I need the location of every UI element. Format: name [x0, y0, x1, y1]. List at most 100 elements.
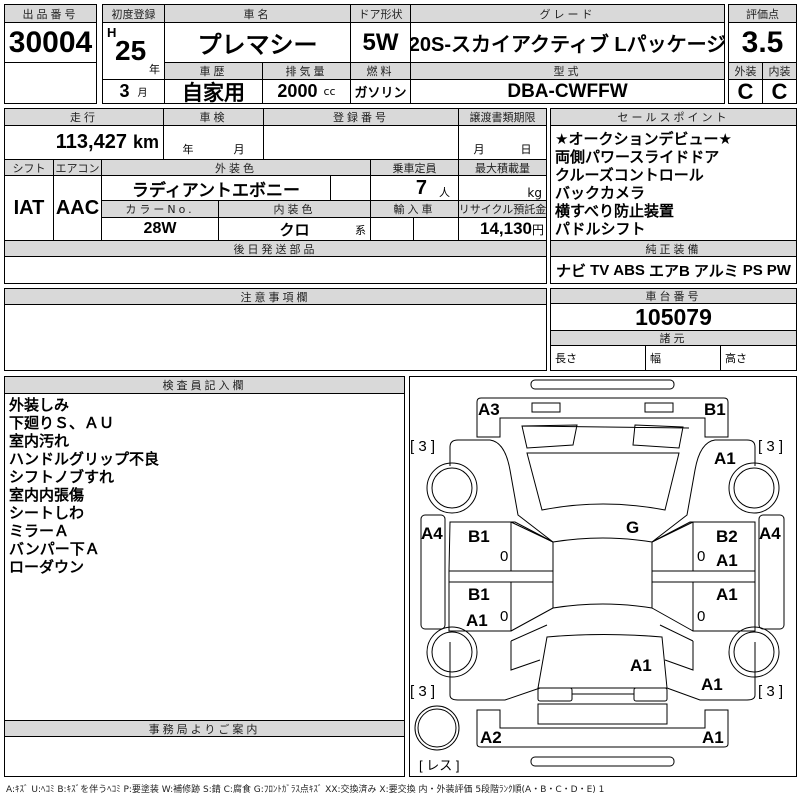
sales-point: ★オークションデビュー★	[555, 130, 732, 148]
transfer-label: 譲渡書類期限	[458, 108, 547, 126]
mark-sill-right: A4	[759, 524, 781, 543]
reg-no-cell	[263, 125, 459, 160]
mark-front-right: B1	[704, 400, 726, 419]
aircon: AAC	[53, 175, 102, 241]
year-unit: 年	[149, 63, 160, 76]
later-parts-label: 後日発送部品	[4, 240, 547, 257]
model-label: 型式	[410, 62, 725, 80]
office-cell	[4, 736, 405, 777]
front-panel	[476, 397, 729, 438]
km-unit: km	[132, 132, 159, 152]
first-reg-year: 25	[115, 35, 147, 66]
inspection-month-unit: 月	[233, 143, 245, 156]
spec-width: 幅	[645, 345, 721, 371]
sales-points-label: セールスポイント	[550, 108, 797, 126]
tire-fl: [ 3 ]	[410, 438, 436, 455]
tire-rr: [ 3 ]	[758, 683, 784, 700]
lot-empty	[4, 62, 97, 104]
car-diagram-frame	[409, 376, 797, 777]
inspector-line: シフトノブすれ	[9, 468, 115, 486]
inspection-cell: 年月	[163, 125, 264, 160]
sales-point: 横すべり防止装置	[555, 202, 674, 220]
month-unit: 月	[137, 88, 148, 99]
era: H	[107, 25, 117, 40]
hood	[521, 424, 690, 449]
equipment-list: ナビ TV ABS エアB アルミ PS PW	[550, 256, 797, 284]
person-unit: 人	[439, 186, 450, 199]
spec-height: 高さ	[720, 345, 797, 371]
aircon-label: エアコン	[53, 159, 102, 176]
inspector-line: ローダウン	[9, 558, 85, 576]
door-rear-left	[448, 571, 554, 632]
mark-zero: 0	[697, 548, 706, 565]
recycle-label: リサイクル預託金	[458, 200, 547, 218]
equipment-item: エアB	[648, 262, 690, 280]
capacity-label: 乗車定員	[370, 159, 459, 176]
inspector-line: バンパー下Ａ	[9, 540, 100, 558]
door-label: ドア形状	[350, 4, 411, 23]
taillight-left	[537, 687, 573, 702]
mark-door-fr-2: A1	[716, 551, 738, 570]
sales-points-list: ★オークションデビュー★ 両側パワースライドドア クルーズコントロール バックカ…	[550, 125, 797, 241]
transfer-month-unit: 月	[473, 143, 485, 156]
lot-number: 30004	[4, 22, 97, 63]
roof	[552, 537, 653, 609]
inspector-line: 室内汚れ	[9, 432, 70, 450]
shift: IAT	[4, 175, 54, 241]
tire-spare: [ レス ]	[419, 758, 460, 773]
yen-unit: 円	[531, 222, 544, 237]
transfer-day-unit: 日	[520, 143, 532, 156]
cc-unit: cc	[323, 85, 336, 98]
lot-label: 出品番号	[4, 4, 97, 23]
inspector-line: ミラーＡ	[9, 522, 70, 540]
rear-panel	[476, 709, 729, 748]
recycle-fee: 14,130	[479, 219, 532, 238]
sill-right	[758, 514, 785, 630]
rear-window	[537, 634, 668, 689]
sales-point: バックカメラ	[555, 184, 646, 202]
sill-left	[420, 514, 446, 630]
equipment-item: PW	[766, 261, 791, 279]
car-name: プレマシー	[164, 22, 351, 63]
legend: A:ｷｽﾞ U:ﾍｺﾐ B:ｷｽﾞを伴うﾍｺﾐ P:要塗装 W:補修跡 S:錆 …	[6, 785, 605, 795]
score-label: 評価点	[728, 4, 797, 23]
reg-no-label: 登録番号	[263, 108, 459, 126]
ext-color: ラディアントエボニー	[101, 175, 331, 201]
import-cell-1	[370, 217, 414, 241]
chassis-label: 車台番号	[550, 288, 797, 304]
mark-door-fr-1: B2	[716, 527, 738, 546]
sales-point: 両側パワースライドドア	[555, 148, 720, 166]
equipment-item: ABS	[613, 261, 645, 279]
equipment-item: ナビ	[556, 262, 587, 280]
front-bumper	[530, 379, 675, 390]
later-parts-cell	[4, 256, 547, 284]
mark-door-rl-1: B1	[468, 585, 490, 604]
grade: 20S-スカイアクティブ Lパッケージ	[410, 22, 725, 63]
displacement-label: 排気量	[262, 62, 351, 80]
grade-label: グレード	[410, 4, 725, 23]
fuel: ガソリン	[350, 79, 411, 104]
mark-rear-left: A2	[480, 728, 502, 747]
inspector-label: 検査員記入欄	[4, 376, 405, 394]
quarter-left	[449, 624, 548, 701]
max-load-label: 最大積載量	[458, 159, 547, 176]
mileage-label: 走行	[4, 108, 164, 126]
mark-door-rr: A1	[716, 585, 738, 604]
car-name-label: 車名	[164, 4, 351, 23]
taillight-right	[633, 687, 668, 702]
mark-zero: 0	[500, 608, 509, 625]
ext-score: C	[728, 79, 763, 104]
import-cell-2	[413, 217, 459, 241]
history: 自家用	[164, 79, 263, 104]
mark-zero: 0	[500, 548, 509, 565]
first-reg-month-cell: 3 月	[102, 79, 165, 104]
ext-color-extra	[330, 175, 371, 201]
door-type: 5W	[350, 22, 411, 63]
color-no-label: カラーNo.	[101, 200, 219, 218]
notes-cell	[4, 304, 547, 371]
int-color-unit: 系	[355, 224, 366, 237]
transfer-cell: 月日	[458, 125, 547, 160]
